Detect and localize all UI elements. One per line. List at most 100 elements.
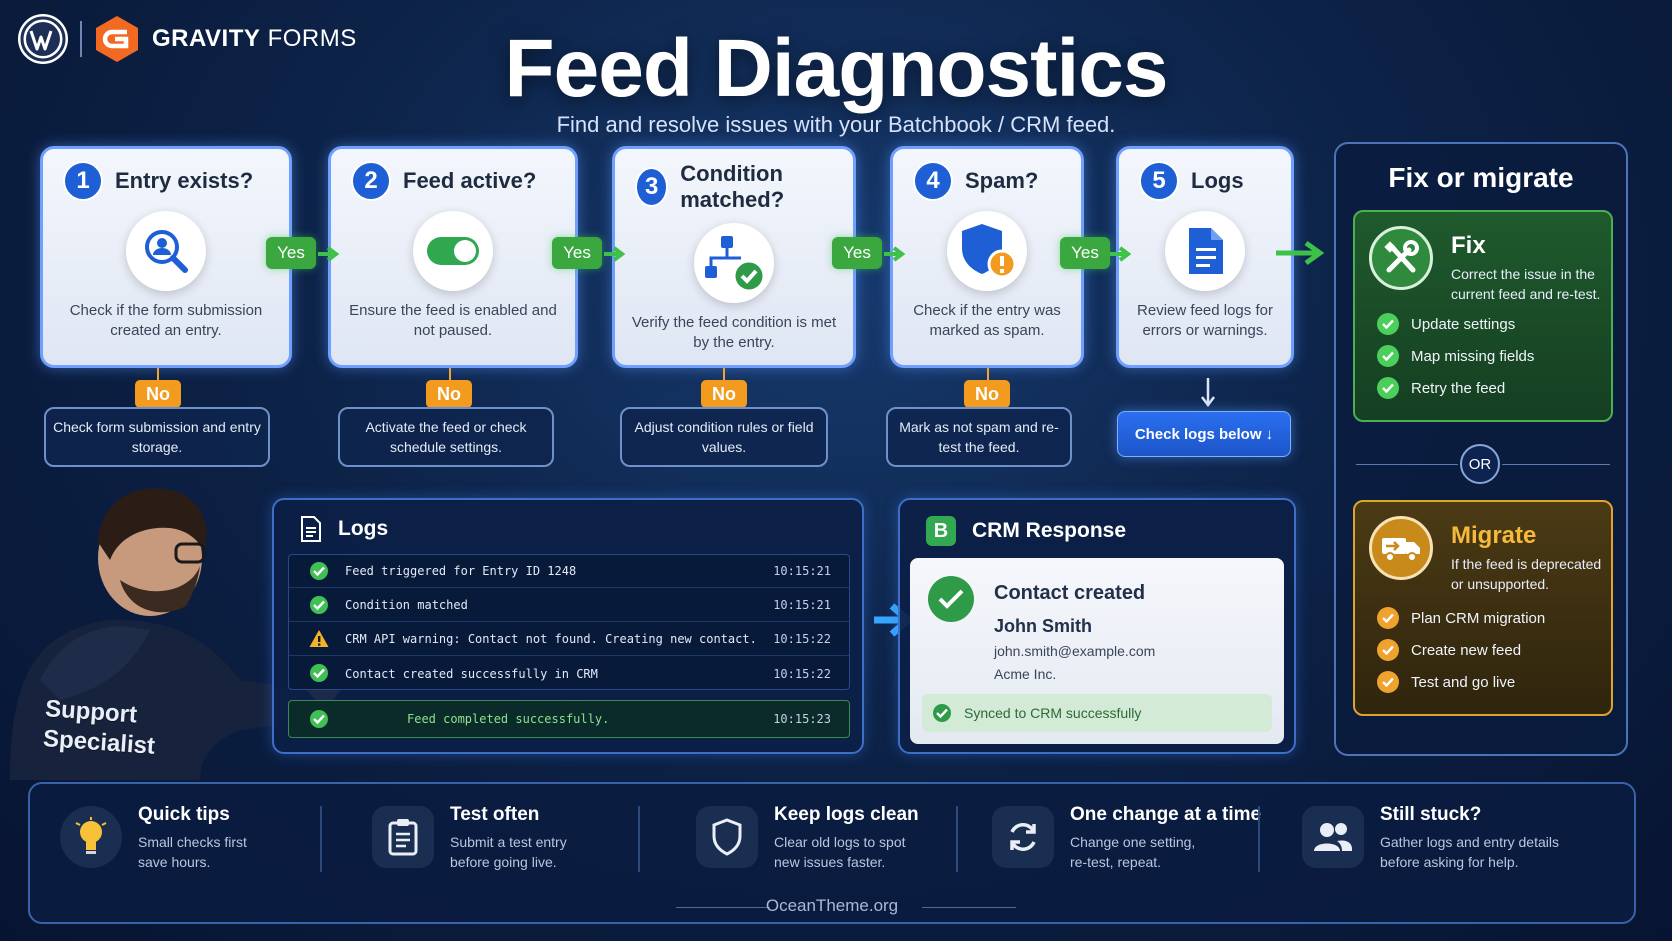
tip-title: Quick tips — [138, 804, 230, 825]
check-icon — [1377, 313, 1399, 335]
check-icon — [933, 704, 951, 722]
tools-icon — [1369, 226, 1433, 290]
no-label: No — [964, 380, 1010, 408]
logs-panel: Logs Feed triggered for Entry ID 1248 10… — [272, 498, 864, 754]
check-icon — [1377, 607, 1399, 629]
success-check-icon — [310, 710, 328, 728]
log-message: Feed triggered for Entry ID 1248 — [345, 564, 577, 578]
log-row-final: Feed completed successfully. 10:15:23 — [288, 700, 850, 738]
crm-status: Contact created — [994, 582, 1146, 604]
step-description: Review feed logs for errors or warnings. — [1137, 302, 1273, 339]
step-card-spam[interactable]: 4 Spam? Check if the entry was marked as … — [890, 146, 1084, 368]
yes-label: Yes — [552, 237, 602, 269]
brand: GRAVITY FORMS — [18, 12, 357, 66]
tip-title: Test often — [450, 804, 540, 825]
log-row: Condition matched 10:15:21 — [289, 589, 849, 622]
crm-response-panel: B CRM Response Contact created John Smit… — [898, 498, 1296, 754]
log-timestamp: 10:15:22 — [773, 632, 831, 646]
contact-email: john.smith@example.com — [994, 643, 1156, 659]
step-title: Logs — [1191, 168, 1244, 193]
page-subtitle: Find and resolve issues with your Batchb… — [556, 112, 1116, 137]
arrow-right-icon — [1276, 240, 1325, 266]
brand-name: GRAVITY FORMS — [152, 25, 357, 52]
step-title: Entry exists? — [115, 168, 254, 193]
list-item: Retry the feed — [1377, 372, 1534, 404]
tip-title: Still stuck? — [1380, 804, 1482, 825]
search-user-icon — [126, 211, 206, 291]
check-icon — [1377, 345, 1399, 367]
log-table: Feed triggered for Entry ID 1248 10:15:2… — [288, 554, 850, 690]
no-connector — [723, 368, 725, 382]
page-title: Feed Diagnostics — [504, 23, 1169, 114]
step-number: 1 — [63, 161, 103, 201]
tip-title: One change at a time — [1070, 804, 1262, 825]
fix-description: Correct the issue in the current feed an… — [1451, 266, 1601, 302]
migrate-option[interactable]: Migrate If the feed is deprecated or uns… — [1353, 500, 1613, 716]
brand-divider — [80, 21, 82, 57]
crm-panel-title: CRM Response — [972, 519, 1127, 542]
tip-divider — [638, 806, 640, 872]
log-row: CRM API warning: Contact not found. Crea… — [289, 623, 849, 656]
success-check-icon — [310, 596, 328, 614]
tip-title: Keep logs clean — [774, 804, 919, 825]
footer-divider — [922, 907, 1016, 908]
footer-divider — [676, 907, 770, 908]
fix-title: Fix — [1451, 232, 1486, 259]
migrate-title: Migrate — [1451, 522, 1537, 549]
no-action-feed: Activate the feed or check schedule sett… — [338, 407, 554, 467]
warning-icon — [309, 630, 329, 647]
lightbulb-icon — [60, 806, 122, 868]
shield-icon — [696, 806, 758, 868]
tip-divider — [1258, 806, 1260, 872]
step-description: Ensure the feed is enabled and not pause… — [349, 302, 557, 339]
tip-description: Clear old logs to spot new issues faster… — [774, 834, 906, 870]
list-item: Create new feed — [1377, 634, 1545, 666]
step-description: Check if the form submission created an … — [69, 302, 263, 339]
step-number: 4 — [913, 161, 953, 201]
logs-panel-header: Logs — [300, 516, 388, 542]
no-action-entry: Check form submission and entry storage. — [44, 407, 270, 467]
no-label: No — [135, 380, 181, 408]
fix-option[interactable]: Fix Correct the issue in the current fee… — [1353, 210, 1613, 422]
toggle-icon — [413, 211, 493, 291]
no-action-spam: Mark as not spam and re-test the feed. — [886, 407, 1072, 467]
arrow-right-icon — [884, 246, 906, 262]
log-timestamp: 10:15:21 — [773, 564, 831, 578]
document-icon — [1165, 211, 1245, 291]
list-item: Update settings — [1377, 308, 1534, 340]
success-check-icon — [310, 562, 328, 580]
footer-credit[interactable]: OceanTheme.org — [765, 896, 899, 915]
log-row: Feed triggered for Entry ID 1248 10:15:2… — [289, 555, 849, 588]
log-message: Condition matched — [345, 598, 468, 612]
log-timestamp: 10:15:21 — [773, 598, 831, 612]
arrow-down-icon — [1201, 378, 1215, 408]
no-connector — [987, 368, 989, 382]
clipboard-icon — [372, 806, 434, 868]
check-icon — [1377, 639, 1399, 661]
or-divider — [1502, 464, 1610, 465]
crm-contact-card: Contact created John Smith john.smith@ex… — [910, 558, 1284, 744]
step-description: Check if the entry was marked as spam. — [913, 302, 1061, 339]
list-item: Test and go live — [1377, 666, 1545, 698]
fix-or-migrate-panel: Fix or migrate Fix Correct the issue in … — [1334, 142, 1628, 756]
fix-checklist: Update settings Map missing fields Retry… — [1377, 308, 1534, 404]
gravity-forms-logo-icon — [96, 16, 138, 62]
yes-label: Yes — [832, 237, 882, 269]
shield-warning-icon — [947, 211, 1027, 291]
step-card-entry-exists[interactable]: 1 Entry exists? Check if the form submiss… — [40, 146, 292, 368]
step-title: Spam? — [965, 168, 1039, 193]
yes-label: Yes — [1060, 237, 1110, 269]
step-number: 3 — [635, 167, 669, 207]
no-action-condition: Adjust condition rules or field values. — [620, 407, 828, 467]
document-icon — [301, 516, 321, 542]
check-logs-button[interactable]: Check logs below ↓ — [1117, 411, 1291, 457]
wordpress-logo-icon — [18, 14, 68, 64]
tip-description: Change one setting, re-test, repeat. — [1070, 834, 1196, 870]
crm-panel-header: B CRM Response — [926, 516, 1126, 546]
users-icon — [1302, 806, 1364, 868]
no-label: No — [701, 380, 747, 408]
